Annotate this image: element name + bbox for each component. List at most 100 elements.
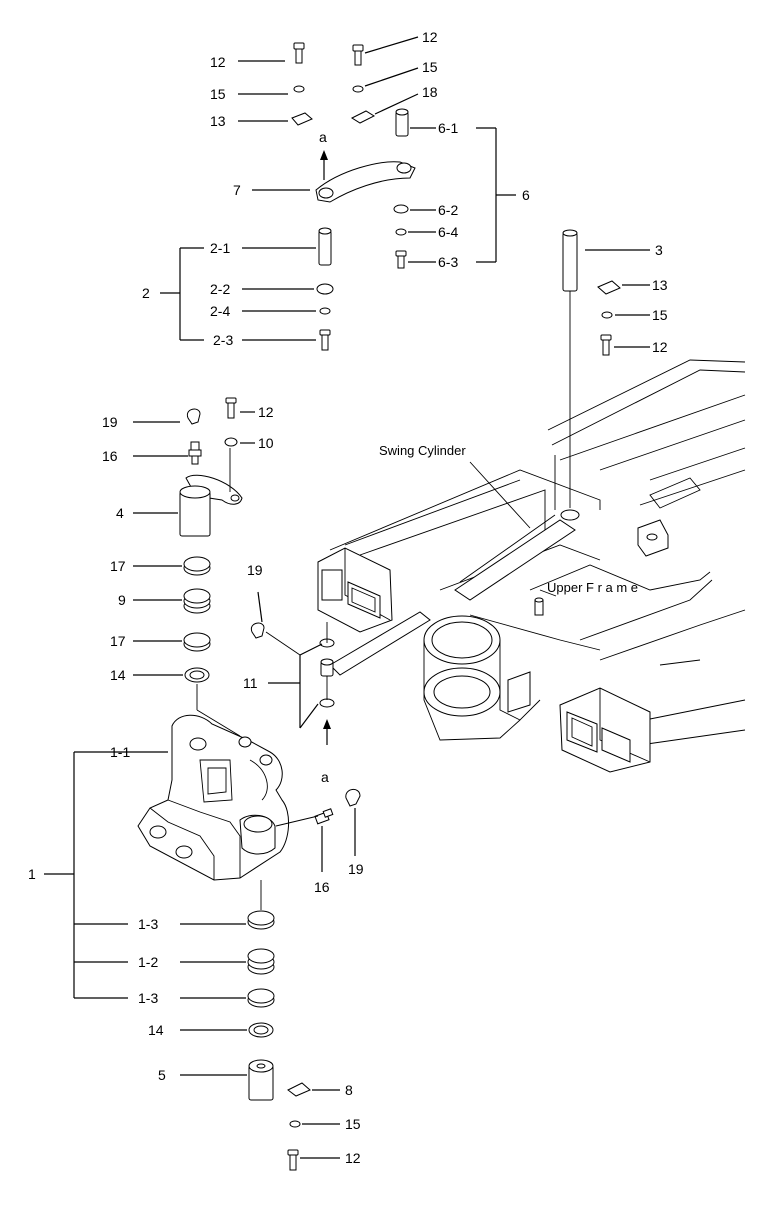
label-13-top: 13 [210,113,226,129]
label-5: 5 [158,1067,166,1083]
label-9: 9 [118,592,126,608]
upper-frame [317,359,746,773]
washer-6-2 [393,204,409,214]
label-8: 8 [345,1082,353,1098]
label-7: 7 [233,182,241,198]
washer-11-bottom [319,698,335,708]
pin-3 [562,232,578,292]
flange-4 [185,474,243,505]
label-2-2: 2-2 [210,281,230,297]
grease-cap-19-right [345,789,361,807]
label-19-right: 19 [348,861,364,877]
bolt-12-bottom [287,1149,299,1171]
label-6-2: 6-2 [438,202,458,218]
bushing-1-3-a [247,910,275,930]
left-parts-stack [133,397,255,737]
label-12-top-left: 12 [210,54,226,70]
right-pin-stack [562,229,650,508]
bolt-12-right [600,334,612,356]
label-6-1: 6-1 [438,120,458,136]
label-12-bottom: 12 [345,1150,361,1166]
link-7 [315,161,416,203]
washer-2-2 [316,283,334,295]
label-15-top-left: 15 [210,86,226,102]
bolt-12-mid [225,397,237,419]
pin-2-1 [318,230,332,266]
label-16-left: 16 [102,448,118,464]
grease-fitting-16-left [188,441,202,465]
bushing-17-a [183,556,211,576]
label-13-right: 13 [652,277,668,293]
label-2: 2 [142,285,150,301]
swing-bracket-1-1 [137,714,289,910]
upper-frame-pointer [539,589,557,597]
seal-1-2 [247,948,275,975]
seal-9 [183,588,211,614]
pin-6-1 [395,111,409,137]
bolt-6-3 [395,250,407,269]
fitting-group-11 [250,591,335,745]
label-1-1: 1-1 [110,744,130,760]
label-1-3-a: 1-3 [138,916,158,932]
label-6: 6 [522,187,530,203]
label-11: 11 [243,675,258,691]
label-1-3-b: 1-3 [138,990,158,1006]
label-10: 10 [258,435,274,451]
washer-6-4 [395,228,407,236]
label-4: 4 [116,505,124,521]
label-14-a: 14 [110,667,126,683]
label-12-right: 12 [652,339,668,355]
grease-cap-19-mid [250,622,265,639]
bottom-parts-stack [44,751,340,1171]
label-19-left: 19 [102,414,118,430]
washer-15-top-left [293,85,305,93]
label-12-top-right: 12 [422,29,438,45]
link-assembly [291,42,416,351]
washer-15-bottom [289,1120,301,1128]
label-6-4: 6-4 [438,224,458,240]
bolt-2-3 [319,329,331,351]
label-18: 18 [422,84,438,100]
label-12-mid: 12 [258,404,274,420]
label-6-3: 6-3 [438,254,458,270]
label-15-top-right: 15 [422,59,438,75]
label-a-bottom: a [321,769,329,785]
label-2-3: 2-3 [213,332,233,348]
upper-frame-caption: Upper F r a m e [547,580,638,595]
bushing-1-3-b [247,988,275,1008]
label-19-mid: 19 [247,562,263,578]
label-14-b: 14 [148,1022,164,1038]
plate-13-top [291,112,313,126]
grease-fitting-16-right [314,808,334,825]
label-2-4: 2-4 [210,303,230,319]
label-a-top: a [319,129,327,145]
label-1: 1 [28,866,36,882]
right-fittings [275,789,361,872]
plate-18 [350,110,376,124]
label-17-a: 17 [110,558,126,574]
bolt-12-top-left [293,42,305,64]
part-labels: 12 12 15 15 13 18 a 6-1 6 7 6-2 6-4 6-3 … [28,29,668,1166]
label-17-b: 17 [110,633,126,649]
pin-4 [179,491,211,537]
label-3: 3 [655,242,663,258]
label-2-1: 2-1 [210,240,230,256]
label-1-2: 1-2 [138,954,158,970]
washer-15-top-right [352,85,364,93]
bolt-12-top-right [352,44,364,66]
swing-cylinder-pointer [469,461,531,529]
washer-2-4 [319,307,331,315]
grease-cap-19-left [186,408,201,425]
washer-15-right [601,311,613,319]
label-15-right: 15 [652,307,668,323]
washer-10 [224,437,238,447]
label-15-bottom: 15 [345,1116,361,1132]
leader-lines-top [160,36,516,341]
label-16-right: 16 [314,879,330,895]
plate-8 [287,1082,311,1097]
swing-cylinder-caption: Swing Cylinder [379,443,466,458]
bushing-17-b [183,632,211,652]
plate-13-right [597,280,621,295]
